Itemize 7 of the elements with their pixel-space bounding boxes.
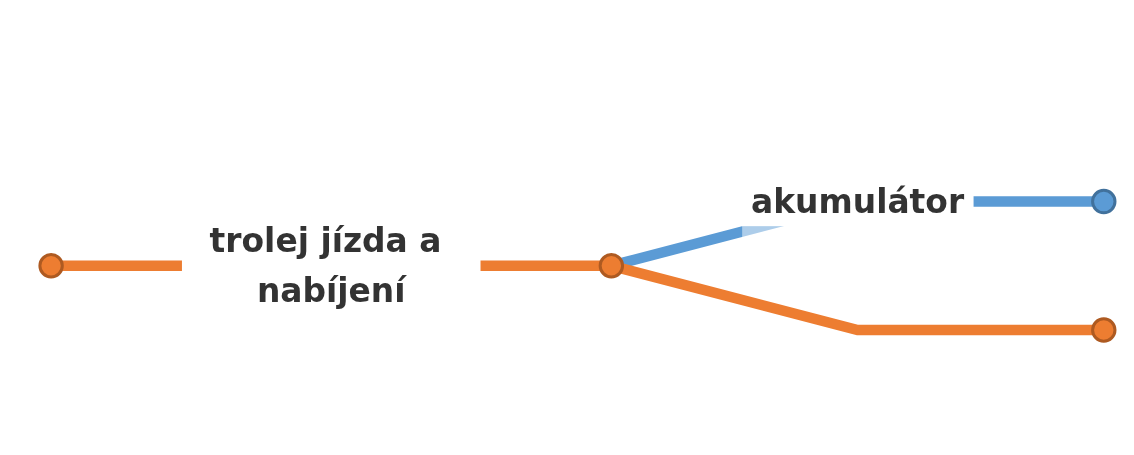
node-circle — [598, 252, 625, 279]
edge-label: akumulátor — [751, 182, 965, 221]
edge-label: trolej jízda a nabíjení — [209, 222, 442, 309]
connector — [620, 263, 1093, 336]
node-circle — [1091, 317, 1117, 343]
node-circle — [38, 252, 64, 279]
node-circle — [1091, 188, 1117, 215]
